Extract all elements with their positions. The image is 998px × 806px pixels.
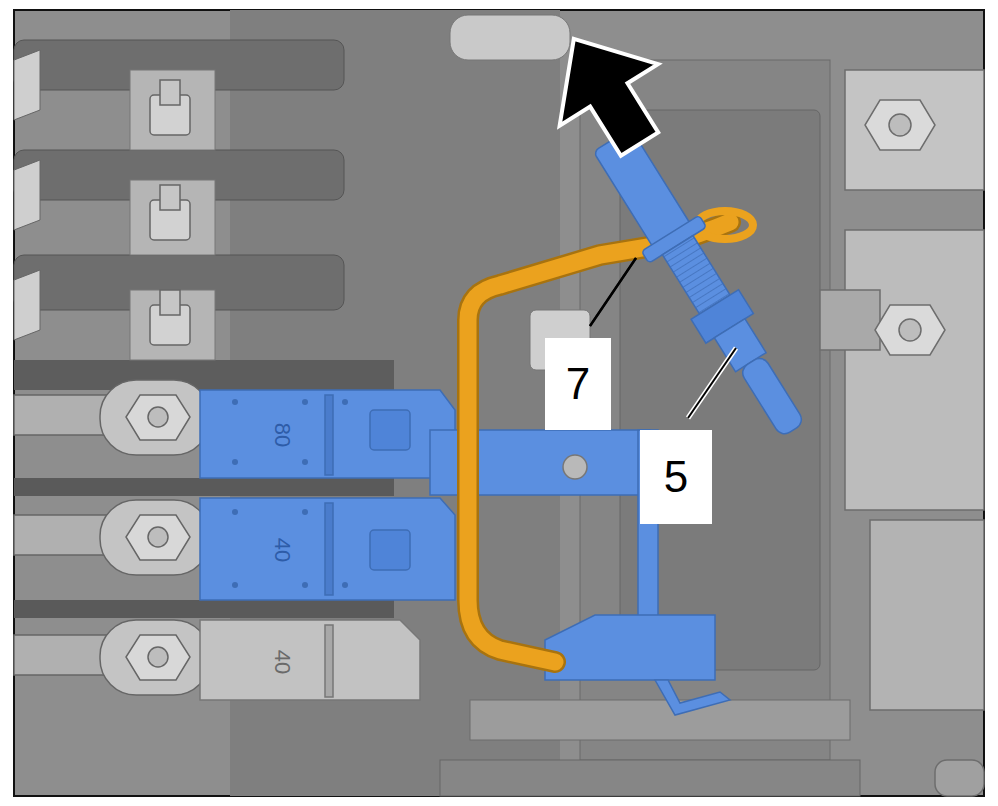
leader-line [688,348,736,418]
leader-line [590,258,636,326]
mount-lug [450,15,570,60]
direction-arrow [525,8,689,175]
fuse-rating: 40 [267,632,297,692]
right-terminals [820,70,984,796]
fuse-strips [200,390,455,700]
callout-number: 5 [640,430,712,524]
rail [440,760,860,796]
leader-line [590,258,636,326]
ground-wire [468,211,753,662]
bus-bars [14,40,394,390]
leader-line [688,348,736,418]
fuse-rating: 40 [267,520,297,580]
sensor-bolt [583,122,822,448]
fuse-rating: 80 [267,405,297,465]
background [14,10,984,796]
callout-number: 7 [545,338,611,430]
rail [470,700,850,740]
